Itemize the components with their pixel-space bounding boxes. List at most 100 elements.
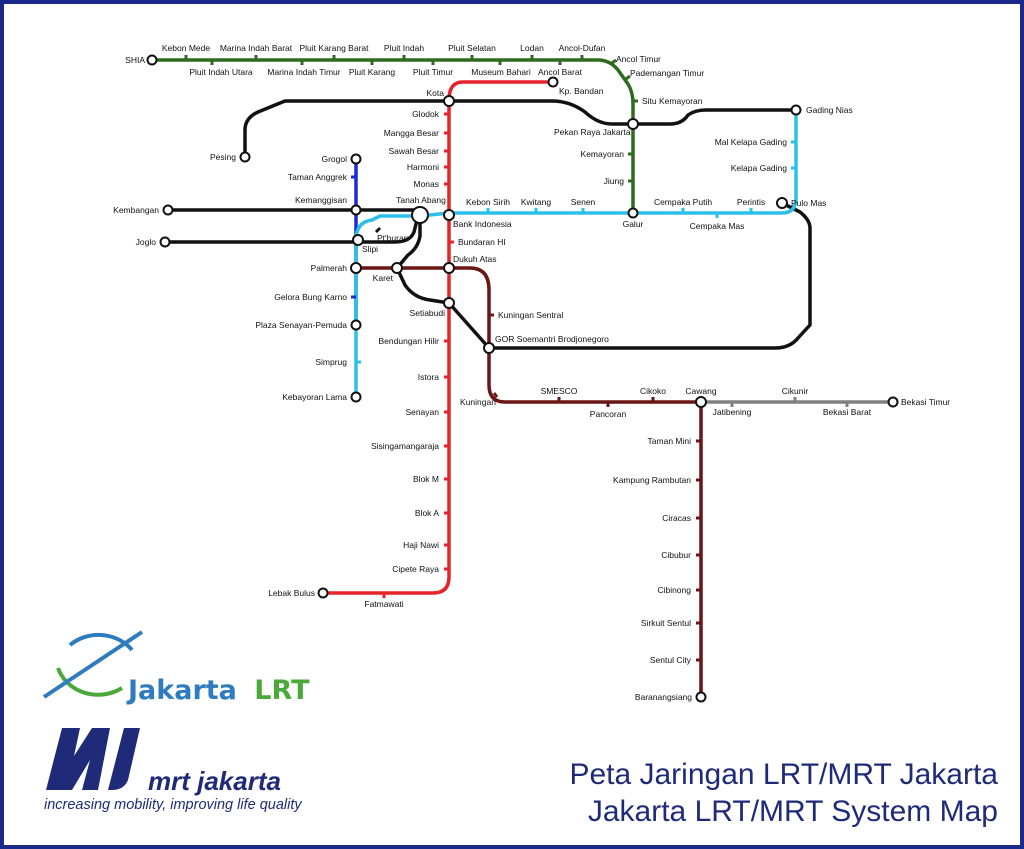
station-label: Pluit Karang Barat: [300, 43, 370, 53]
station-label: Joglo: [136, 237, 157, 247]
map-title-en: Jakarta LRT/MRT System Map: [588, 795, 998, 828]
station-label: Lebak Bulus: [268, 588, 315, 598]
station-label: Cibinong: [657, 585, 691, 595]
station-label: Pluit Timur: [413, 67, 453, 77]
station-label: GOR Soemantri Brodjonegoro: [495, 334, 609, 344]
station-label: Glodok: [412, 109, 440, 119]
station-label: Pesing: [210, 152, 236, 162]
station-label: Taman Anggrek: [288, 172, 348, 182]
station-label: Sirkuit Sentul: [641, 618, 691, 628]
station-label: Kwitang: [521, 197, 552, 207]
station-label: Istora: [418, 372, 440, 382]
station-label: Marina Indah Timur: [267, 67, 340, 77]
station-label: Lodan: [520, 43, 544, 53]
black-line-loop: [395, 201, 812, 350]
black-line-joglo: [163, 214, 420, 244]
green-line: [150, 58, 635, 215]
station-label: Jatibening: [713, 407, 752, 417]
station-label: Bendungan Hilir: [379, 336, 440, 346]
station-label: Cawang: [685, 386, 716, 396]
station-label: Plaza Senayan-Pemuda: [255, 320, 347, 330]
station-label: Kemanggisan: [295, 195, 347, 205]
station-label: Blok A: [415, 508, 439, 518]
station-label: Pademangan Timur: [630, 68, 704, 78]
station-label: Gading Nias: [806, 105, 853, 115]
station-label: Cempaka Putih: [654, 197, 712, 207]
station-label: Cikoko: [640, 386, 666, 396]
station-label: Mal Kelapa Gading: [715, 137, 788, 147]
station-label: Kota: [427, 88, 445, 98]
station-label: Pluit Selatan: [448, 43, 496, 53]
station-label: Karet: [373, 273, 394, 283]
station-label: Sentul City: [650, 655, 692, 665]
black-line-pesing: [243, 99, 798, 159]
station-label: Ciracas: [662, 513, 691, 523]
station-label: Setiabudi: [410, 308, 446, 318]
station-label: Marina Indah Barat: [220, 43, 293, 53]
station-label: Haji Nawi: [403, 540, 439, 550]
ticks: [184, 55, 849, 662]
station-label: Ancol-Dufan: [559, 43, 606, 53]
station-label: Taman Mini: [648, 436, 692, 446]
station-label: Kemayoran: [581, 149, 625, 159]
station-label: Pekan Raya Jakarta: [554, 127, 631, 137]
station-label: Bundaran HI: [458, 237, 506, 247]
station-label: Simprug: [315, 357, 347, 367]
station-label: Ancol Timur: [616, 54, 661, 64]
station-label: Kuningan: [460, 397, 496, 407]
lrt-logo-arc-green-icon: [56, 667, 124, 697]
station-circles: [146, 54, 899, 703]
station-label: Kebon Mede: [162, 43, 210, 53]
maroon-line: [354, 266, 703, 699]
station-label: Situ Kemayoran: [642, 96, 703, 106]
station-label: Galur: [623, 219, 644, 229]
station-label: Pancoran: [590, 409, 627, 419]
station-label: Gelora Bung Karno: [274, 292, 347, 302]
station-label: Kelapa Gading: [731, 163, 788, 173]
lrt-suffix: LRT: [254, 675, 310, 706]
station-label: Senen: [571, 197, 596, 207]
svg-text:Jakarta LRT: Jakarta LRT: [126, 675, 310, 706]
station-label: Pluit Indah: [384, 43, 424, 53]
lrt-logo-slash-icon: [42, 630, 144, 699]
station-label: Cempaka Mas: [690, 221, 745, 231]
station-label: Dukuh Atas: [453, 254, 496, 264]
station-label: Jiung: [604, 176, 625, 186]
station-label: Pluit Karang: [349, 67, 396, 77]
station-label: Pluit Indah Utara: [189, 67, 253, 77]
station-label: Tanah Abang: [396, 195, 446, 205]
station-label: Kampung Rambutan: [613, 475, 691, 485]
station-label: Slipi: [362, 244, 378, 254]
station-label: Cikunir: [782, 386, 809, 396]
station-label: Bank Indonesia: [453, 219, 512, 229]
station-label: Kebon Sirih: [466, 197, 510, 207]
station-label: Fatmawati: [364, 599, 403, 609]
station-label: Palmerah: [311, 263, 348, 273]
station-label: Perintis: [737, 197, 765, 207]
station-label: Kembangan: [113, 205, 159, 215]
station-label: Sisingamangaraja: [371, 441, 439, 451]
station-label: Museum Bahari: [471, 67, 531, 77]
station-label: Bekasi Barat: [823, 407, 872, 417]
station-label: Ancol Barat: [538, 67, 583, 77]
mrt-tagline: increasing mobility, improving life qual…: [44, 797, 302, 813]
jakarta-lrt-logo: Jakarta LRT: [42, 630, 310, 706]
mrt-mark-icon: [46, 728, 140, 790]
station-label: Monas: [413, 179, 439, 189]
station-label: Pulo Mas: [791, 198, 826, 208]
station-label: Grogol: [321, 154, 347, 164]
station-label: Senayan: [405, 407, 439, 417]
station-label: SHIA: [125, 55, 145, 65]
mrt-brand: mrt jakarta: [148, 766, 281, 796]
station-label: Baranangsiang: [635, 692, 692, 702]
station-label: Mangga Besar: [384, 128, 439, 138]
lrt-brand: Jakarta: [126, 675, 237, 706]
station-label: Pt'buran: [377, 233, 409, 243]
station-label: Cibubur: [661, 550, 691, 560]
station-label: Cipete Raya: [392, 564, 439, 574]
station-label: Blok M: [413, 474, 439, 484]
station-label: Bekasi Timur: [901, 397, 950, 407]
